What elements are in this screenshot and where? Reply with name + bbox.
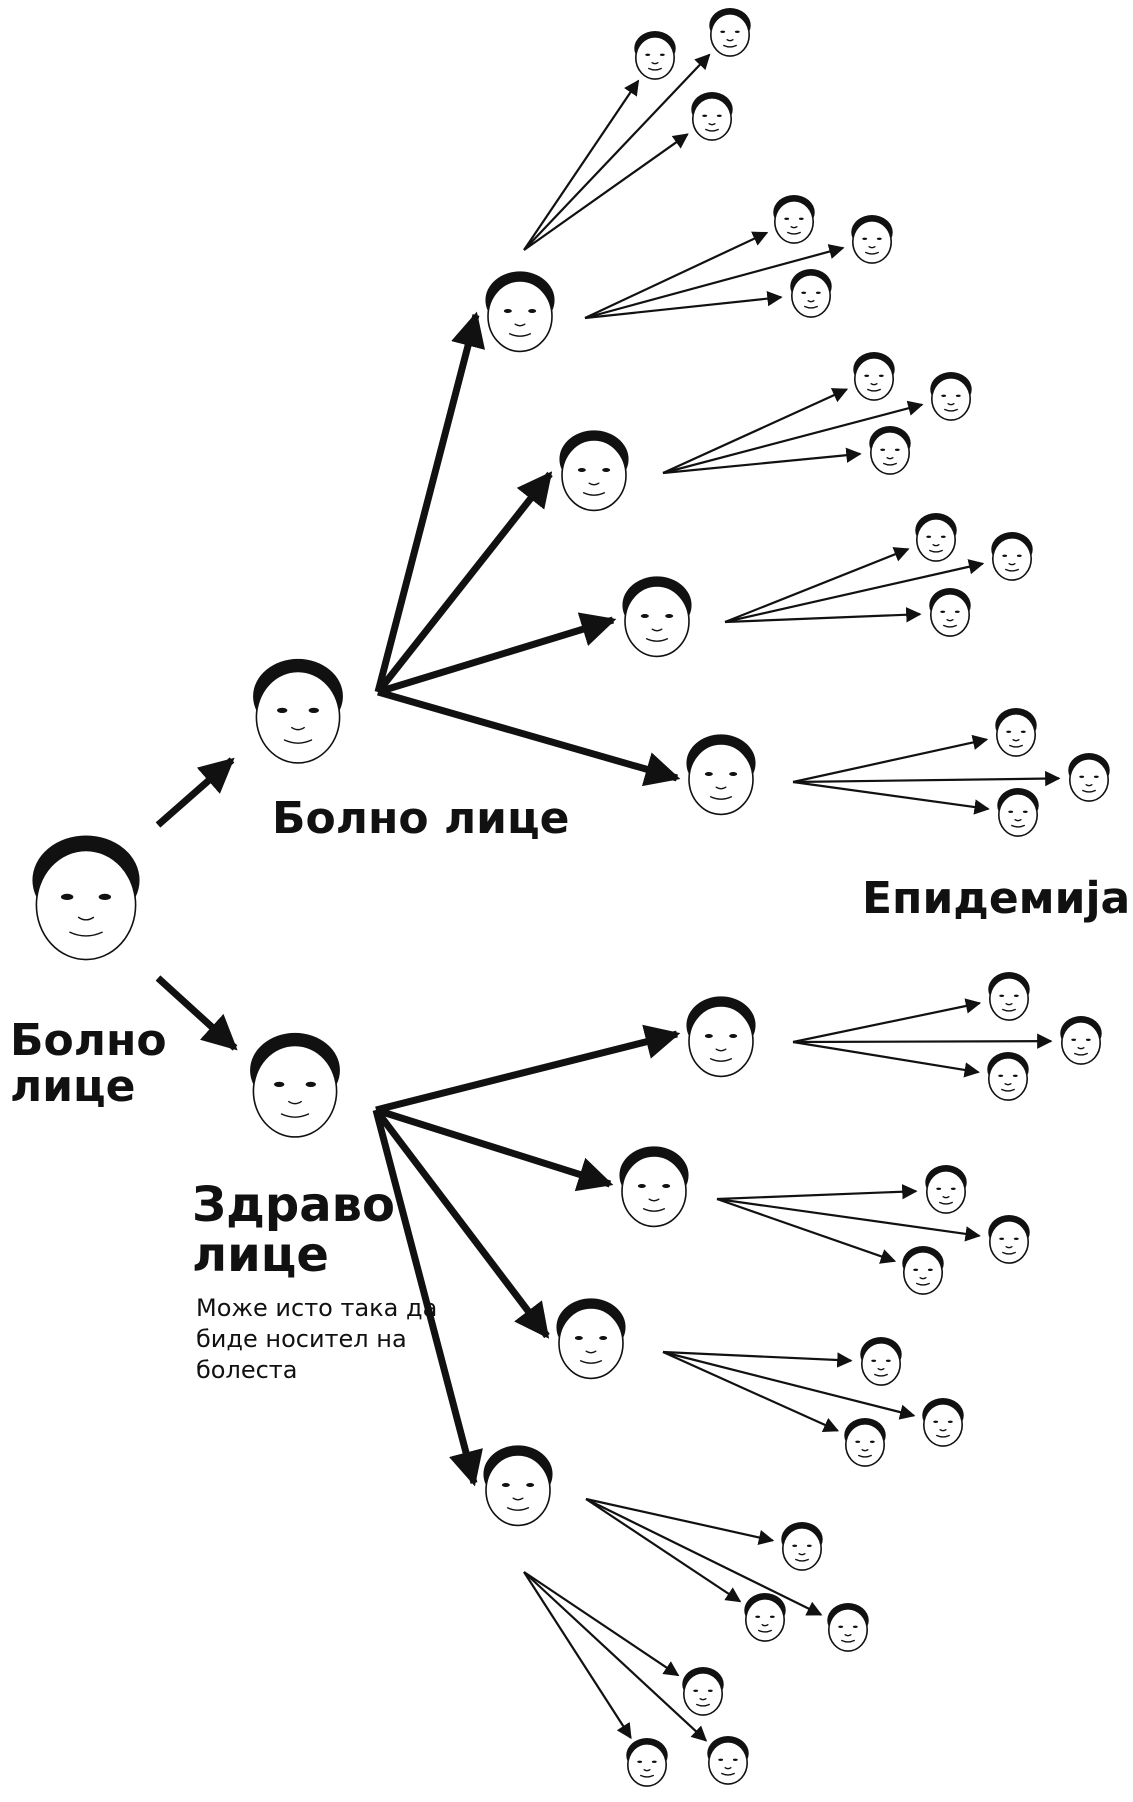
small-arrow-9-1 <box>585 1497 775 1546</box>
small-arrow-9-2 <box>585 1498 823 1616</box>
arrow-sick-to-face-4 <box>377 688 681 787</box>
sick-person-label: Болно лице <box>272 793 570 844</box>
arrow-sick-to-face-1 <box>374 311 486 693</box>
small-face-10-2 <box>707 1736 749 1785</box>
healthy-branch-face-3 <box>556 1298 626 1380</box>
small-face-9-2 <box>827 1603 869 1652</box>
small-arrow-2-3 <box>584 290 783 320</box>
small-arrow-6-1 <box>792 998 982 1044</box>
small-arrow-1-1 <box>523 79 640 251</box>
small-face-4-2 <box>991 532 1033 581</box>
small-arrow-10-3 <box>523 1571 632 1740</box>
small-face-2-1 <box>773 195 815 244</box>
small-face-8-3 <box>844 1418 886 1467</box>
small-arrow-10-1 <box>523 1571 680 1677</box>
sick-person-face <box>253 658 343 764</box>
small-arrow-5-2 <box>792 770 1061 787</box>
small-arrow-3-1 <box>662 388 849 475</box>
arrow-healthy-to-face-4 <box>372 1109 483 1487</box>
small-arrow-7-2 <box>716 1197 981 1242</box>
small-face-2-3 <box>790 269 832 318</box>
sick-branch-face-4 <box>686 734 756 816</box>
small-arrow-7-3 <box>716 1197 897 1264</box>
small-face-4-3 <box>929 588 971 637</box>
small-face-1-2 <box>709 8 751 57</box>
small-arrow-4-3 <box>724 607 922 624</box>
small-face-3-3 <box>869 426 911 475</box>
small-arrow-5-3 <box>792 780 990 815</box>
small-face-2-2 <box>851 215 893 264</box>
small-arrow-8-1 <box>662 1350 853 1368</box>
healthy-person-label: Здраво лице <box>192 1177 395 1284</box>
small-arrow-6-3 <box>792 1040 980 1078</box>
small-face-1-3 <box>691 92 733 141</box>
small-face-8-2 <box>922 1398 964 1447</box>
arrow-sick-to-face-3 <box>376 612 617 696</box>
arrow-sick-to-face-2 <box>375 471 553 695</box>
healthy-branch-face-4 <box>483 1445 553 1527</box>
small-face-9-3 <box>744 1593 786 1642</box>
small-arrow-4-1 <box>724 547 910 624</box>
small-face-1-1 <box>634 31 676 80</box>
sick-branch-face-3 <box>622 576 692 658</box>
arrow-root-to-healthy <box>155 975 238 1051</box>
healthy-branch-face-1 <box>686 996 756 1078</box>
small-face-10-1 <box>682 1667 724 1716</box>
small-face-8-1 <box>860 1337 902 1386</box>
small-face-7-2 <box>988 1215 1030 1264</box>
small-face-10-3 <box>626 1738 668 1787</box>
small-arrow-3-3 <box>662 447 862 475</box>
small-face-5-2 <box>1068 753 1110 802</box>
epidemic-label: Епидемија <box>862 873 1131 924</box>
small-arrow-10-2 <box>523 1571 708 1742</box>
healthy-branch-face-2 <box>619 1146 689 1228</box>
arrow-root-to-sick <box>155 757 235 828</box>
sick-branch-face-2 <box>559 430 629 512</box>
small-arrow-7-1 <box>716 1184 918 1201</box>
small-face-6-1 <box>988 972 1030 1021</box>
small-arrow-1-3 <box>523 133 689 251</box>
small-face-6-3 <box>987 1052 1029 1101</box>
faces-layer <box>32 8 1110 1787</box>
small-arrow-8-2 <box>662 1350 916 1420</box>
small-arrow-6-2 <box>792 1033 1053 1049</box>
sick-branch-face-1 <box>485 271 555 353</box>
small-face-4-1 <box>915 513 957 562</box>
healthy-person-note: Може исто така да биде носител на болест… <box>196 1294 438 1385</box>
small-arrow-9-3 <box>585 1498 742 1603</box>
arrows-layer <box>155 53 1061 1742</box>
arrow-healthy-to-face-1 <box>375 1024 681 1114</box>
small-face-3-2 <box>930 372 972 421</box>
small-face-7-1 <box>925 1165 967 1214</box>
small-face-7-3 <box>902 1246 944 1295</box>
small-arrow-2-1 <box>584 231 769 319</box>
small-arrow-1-2 <box>523 53 711 251</box>
small-face-6-2 <box>1060 1016 1102 1065</box>
healthy-person-face <box>250 1032 340 1138</box>
small-arrow-5-1 <box>792 734 989 784</box>
small-arrow-4-2 <box>724 559 985 624</box>
root-sick-face <box>32 835 140 961</box>
small-face-9-1 <box>781 1522 823 1571</box>
sick-person-root-label: Болно лице <box>10 1015 167 1113</box>
small-arrow-8-3 <box>662 1350 840 1433</box>
small-arrow-2-2 <box>584 244 845 320</box>
arrow-healthy-to-face-2 <box>374 1106 614 1192</box>
small-face-5-3 <box>997 788 1039 837</box>
small-face-5-1 <box>995 708 1037 757</box>
small-face-3-1 <box>853 352 895 401</box>
small-arrow-3-2 <box>662 400 924 475</box>
arrow-healthy-to-face-3 <box>373 1107 550 1339</box>
